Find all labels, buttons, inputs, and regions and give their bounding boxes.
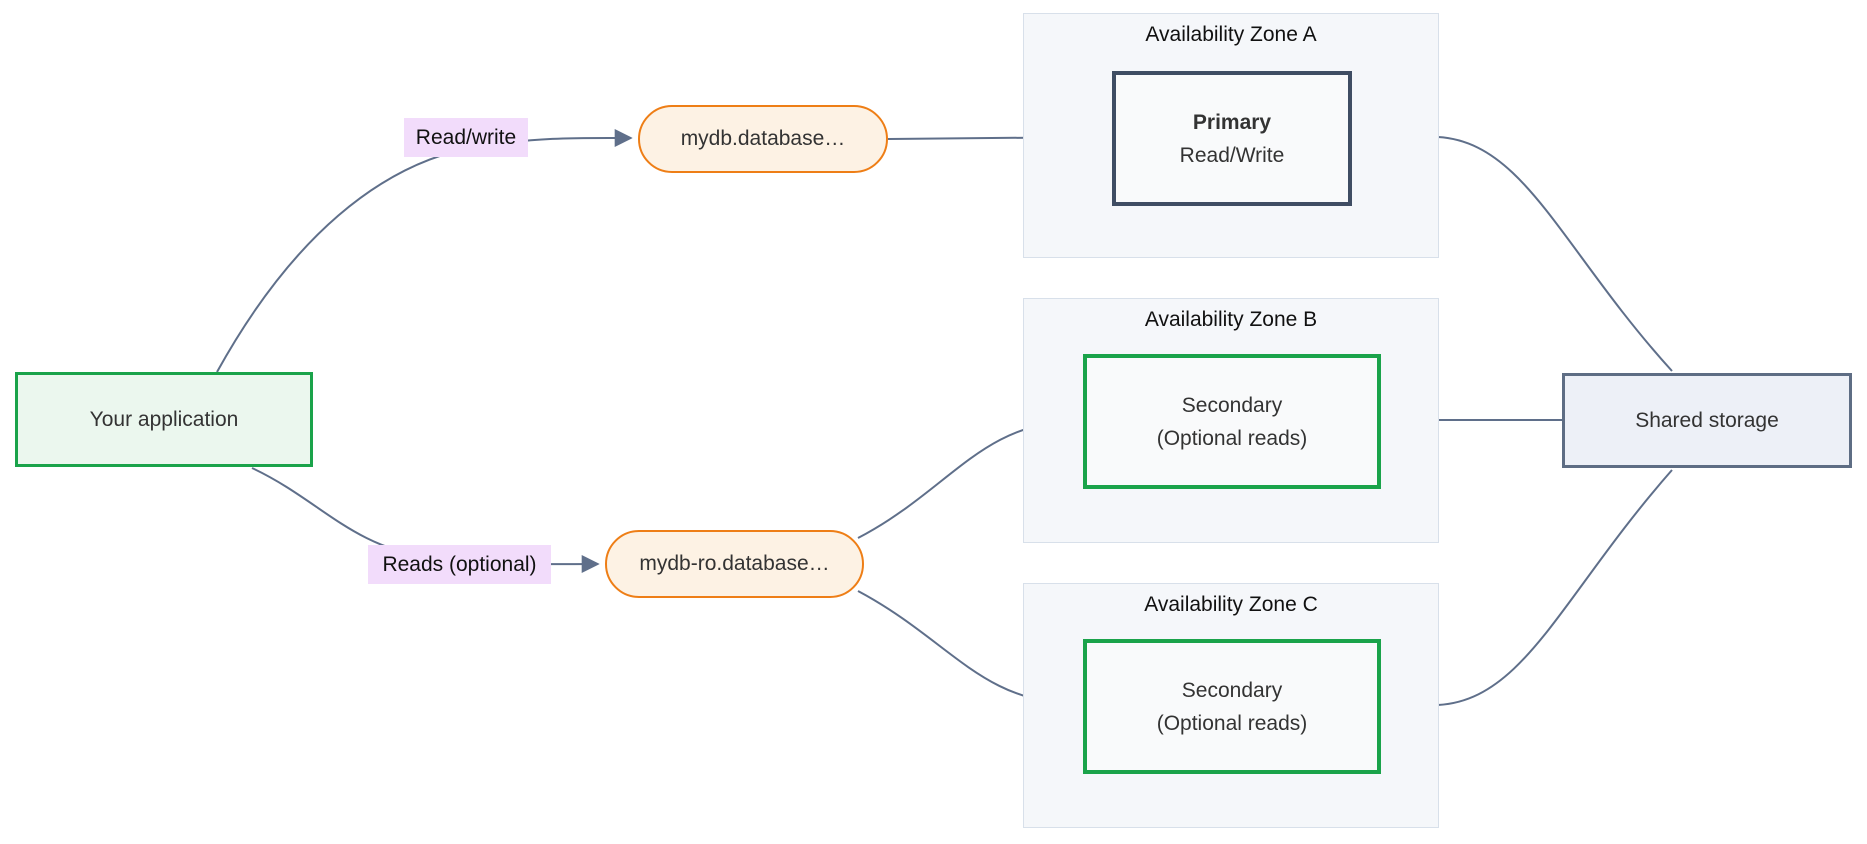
secondary-b-title: Secondary — [1181, 393, 1283, 417]
shared-storage-node: Shared storage — [1562, 373, 1852, 468]
primary-node: Primary Read/Write — [1112, 71, 1352, 206]
edge-app-to-writer — [216, 128, 633, 373]
primary-node-title: Primary — [1192, 110, 1272, 134]
writer-endpoint-label: mydb.database… — [680, 127, 846, 150]
reader-endpoint-node: mydb-ro.database… — [605, 530, 864, 598]
availability-zone-a: Availability Zone A Primary Read/Write — [1023, 13, 1439, 258]
availability-zone-c: Availability Zone C Secondary (Optional … — [1023, 583, 1439, 828]
edge-label-reads-optional: Reads (optional) — [368, 545, 551, 584]
secondary-node-b: Secondary (Optional reads) — [1083, 354, 1381, 489]
zone-b-title: Availability Zone B — [1144, 308, 1318, 331]
secondary-b-subtitle: (Optional reads) — [1156, 426, 1308, 450]
reader-endpoint-label: mydb-ro.database… — [639, 552, 830, 575]
edge-secondary-c-to-storage — [1381, 469, 1673, 706]
primary-node-subtitle: Read/Write — [1179, 143, 1285, 167]
availability-zone-b: Availability Zone B Secondary (Optional … — [1023, 298, 1439, 543]
secondary-c-subtitle: (Optional reads) — [1156, 711, 1308, 735]
secondary-c-title: Secondary — [1181, 678, 1283, 702]
writer-endpoint-node: mydb.database… — [638, 105, 888, 173]
your-application-node: Your application — [15, 372, 313, 467]
your-application-label: Your application — [89, 407, 239, 431]
zone-c-title: Availability Zone C — [1144, 593, 1318, 616]
edge-primary-to-storage — [1352, 136, 1673, 372]
reads-optional-label-text: Reads (optional) — [382, 552, 537, 576]
secondary-node-c: Secondary (Optional reads) — [1083, 639, 1381, 774]
edge-label-read-write: Read/write — [404, 118, 528, 157]
zone-a-title: Availability Zone A — [1145, 23, 1317, 46]
read-write-label-text: Read/write — [415, 125, 517, 149]
shared-storage-label: Shared storage — [1635, 408, 1779, 432]
